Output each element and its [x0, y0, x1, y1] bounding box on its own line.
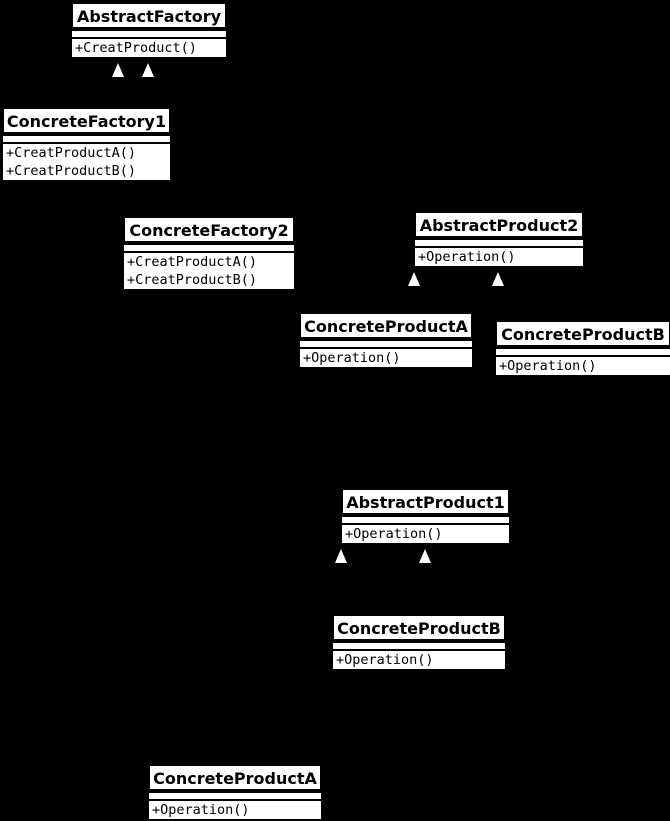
method-label: +CreatProduct()	[75, 40, 197, 56]
inheritance-triangle-icon	[142, 63, 154, 77]
class-box-abstract-product-2: AbstractProduct2 +Operation()	[415, 212, 583, 266]
methods-compartment: +CreatProductA() +CreatProductB()	[3, 144, 170, 180]
inheritance-triangle-icon	[419, 549, 431, 563]
class-box-concrete-product-b: ConcreteProductB +Operation()	[496, 321, 670, 375]
class-name: ConcreteFactory2	[124, 217, 294, 242]
attributes-compartment	[300, 341, 472, 347]
class-name: ConcreteProductA	[149, 765, 321, 790]
method-label: +CreatProductB()	[127, 272, 258, 288]
method-label: +CreatProductB()	[6, 163, 137, 179]
inheritance-triangle-icon	[335, 549, 347, 563]
inheritance-triangle-icon	[408, 272, 420, 286]
method-label: +Operation()	[418, 249, 516, 265]
attributes-compartment	[333, 643, 505, 649]
class-name: ConcreteProductA	[300, 313, 472, 338]
methods-compartment: +CreatProduct()	[72, 39, 226, 57]
method-label: +CreatProductA()	[6, 145, 137, 161]
method-label: +Operation()	[345, 526, 443, 542]
attributes-compartment	[149, 793, 321, 799]
method-label: +Operation()	[152, 802, 250, 818]
method-label: +Operation()	[336, 652, 434, 668]
attributes-compartment	[72, 31, 226, 37]
class-box-concrete-product-b-2: ConcreteProductB +Operation()	[333, 615, 505, 669]
methods-compartment: +Operation()	[300, 349, 472, 367]
class-box-abstract-factory: AbstractFactory +CreatProduct()	[72, 3, 226, 57]
inheritance-triangle-icon	[112, 63, 124, 77]
attributes-compartment	[342, 517, 509, 523]
class-box-concrete-factory-1: ConcreteFactory1 +CreatProductA() +Creat…	[3, 108, 170, 180]
attributes-compartment	[3, 136, 170, 142]
class-name: AbstractFactory	[72, 3, 226, 28]
inheritance-triangle-icon	[492, 272, 504, 286]
attributes-compartment	[496, 349, 670, 355]
method-label: +Operation()	[303, 350, 401, 366]
class-name: ConcreteProductB	[333, 615, 505, 640]
class-box-concrete-product-a-2: ConcreteProductA +Operation()	[149, 765, 321, 819]
methods-compartment: +Operation()	[496, 357, 670, 375]
methods-compartment: +CreatProductA() +CreatProductB()	[124, 253, 294, 289]
class-name: AbstractProduct1	[342, 489, 509, 514]
class-name: AbstractProduct2	[415, 212, 583, 237]
class-box-concrete-product-a: ConcreteProductA +Operation()	[300, 313, 472, 367]
method-label: +CreatProductA()	[127, 254, 258, 270]
class-name: ConcreteFactory1	[3, 108, 170, 133]
methods-compartment: +Operation()	[342, 525, 509, 543]
attributes-compartment	[124, 245, 294, 251]
methods-compartment: +Operation()	[415, 248, 583, 266]
class-name: ConcreteProductB	[496, 321, 670, 346]
class-box-concrete-factory-2: ConcreteFactory2 +CreatProductA() +Creat…	[124, 217, 294, 289]
class-box-abstract-product-1: AbstractProduct1 +Operation()	[342, 489, 509, 543]
methods-compartment: +Operation()	[333, 651, 505, 669]
method-label: +Operation()	[499, 358, 597, 374]
methods-compartment: +Operation()	[149, 801, 321, 819]
attributes-compartment	[415, 240, 583, 246]
